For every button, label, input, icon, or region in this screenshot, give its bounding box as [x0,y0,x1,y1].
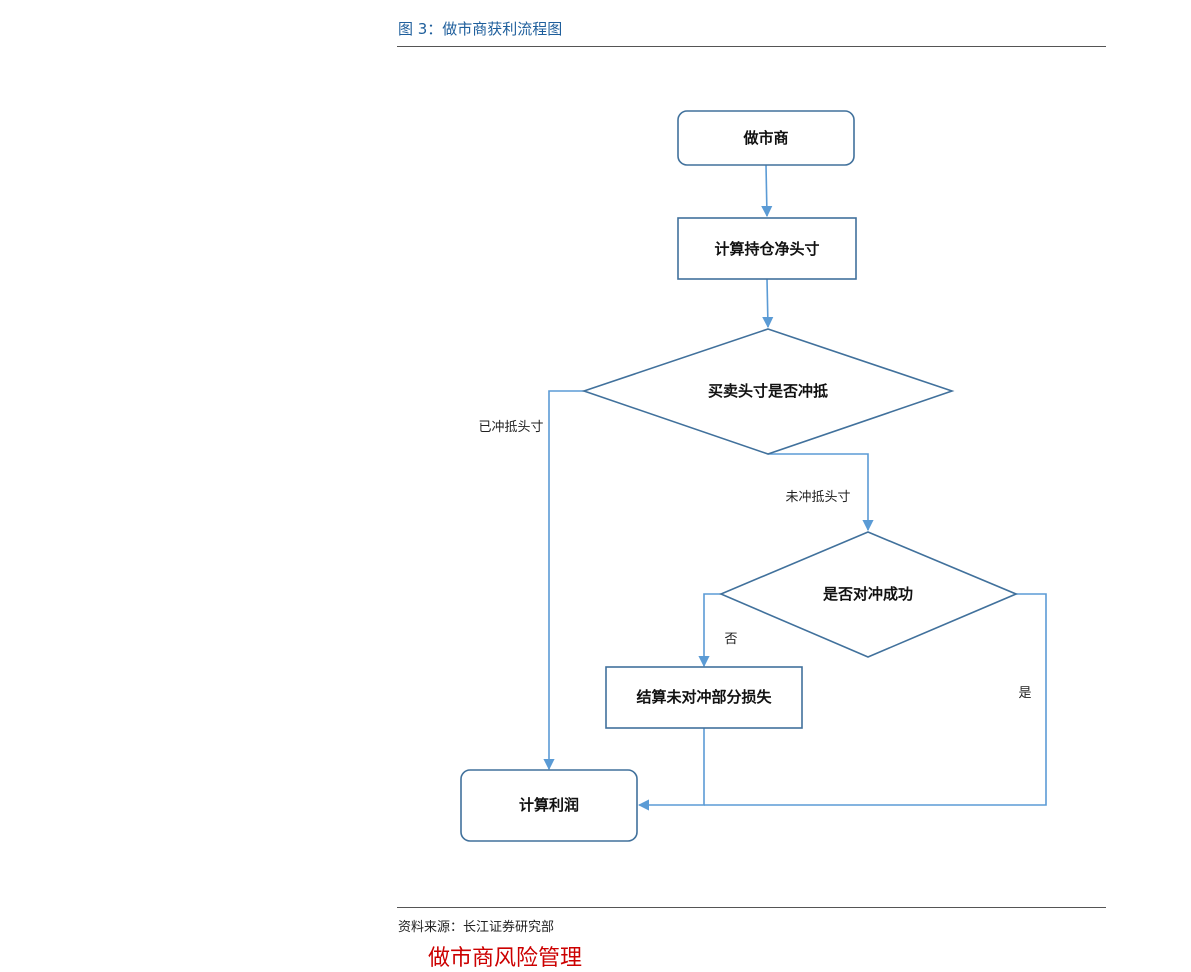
node-market-maker [677,110,855,166]
node-settle-loss-label: 结算未对冲部分损失 [636,688,772,706]
edge-offset-to-hedge [768,453,874,532]
edge-loss-to-profit [637,728,705,811]
node-calc-profit-label: 计算利润 [519,796,579,814]
node-hedge-check [718,531,1019,658]
edge-label-not-offset: 未冲抵头寸 [785,490,850,505]
node-market-maker-label: 做市商 [742,129,788,147]
node-net-position [677,217,857,280]
edge-position-to-offset [762,278,774,329]
node-calc-profit [460,769,638,842]
node-net-position-label: 计算持仓净头寸 [714,240,819,258]
node-hedge-check-label: 是否对冲成功 [822,585,913,603]
node-offset-check [581,328,955,455]
edge-label-offset: 已冲抵头寸 [478,420,543,435]
node-settle-loss [605,666,803,729]
top-rule [397,46,1106,47]
edge-hedge-no-to-loss [698,593,721,668]
edge-label-yes: 是 [1018,686,1031,701]
section-heading: 做市商风险管理 [428,946,583,971]
node-offset-check-label: 买卖头寸是否冲抵 [708,382,828,400]
figure-title: 图 3：做市商获利流程图 [398,20,563,38]
edge-offset-to-profit [543,390,584,771]
flowchart: 做市商 计算持仓净头寸 买卖头寸是否冲抵 是否对冲成功 结算未对冲部分损失 计算… [460,110,1047,842]
edge-maker-to-position [761,164,773,218]
bottom-rule [397,907,1106,908]
edge-label-no: 否 [724,632,737,647]
edge-hedge-yes-to-profit [704,593,1047,806]
figure-source: 资料来源：长江证券研究部 [398,920,555,935]
